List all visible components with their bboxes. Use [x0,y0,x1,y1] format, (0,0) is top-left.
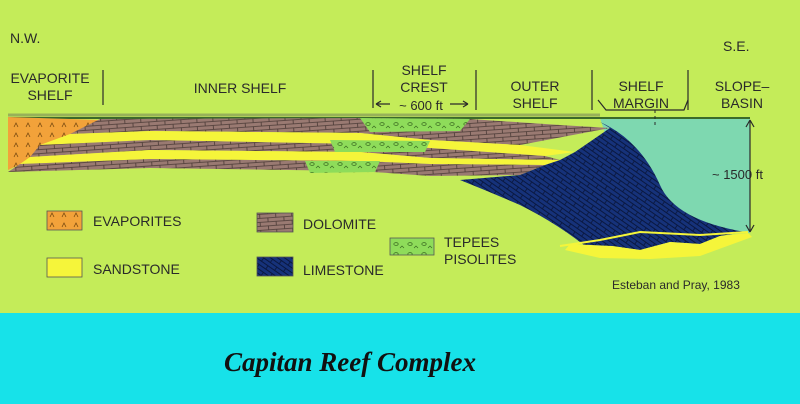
zone-line: SHELF [27,87,73,103]
zone-line: SLOPE– [714,78,770,94]
sandstone-layer [20,150,560,165]
pisolite-lens [330,140,430,152]
zone-line: CREST [400,79,448,95]
zone-inner-shelf: INNER SHELF [150,80,330,97]
legend-swatch-evaporites [46,210,83,231]
zone-line: OUTER [510,78,560,94]
zone-shelf-crest: SHELF CREST [380,62,468,96]
limestone-reef [460,122,745,250]
zone-outer-shelf: OUTER SHELF [490,78,580,112]
zone-shelf-margin: SHELF MARGIN [598,78,684,112]
legend-swatch-pisolites [389,237,435,256]
figure-title: Capitan Reef Complex [224,347,476,377]
zone-evaporite-shelf: EVAPORITE SHELF [0,70,100,104]
basin-depth-label: ~ 1500 ft [712,167,763,182]
legend-label-limestone: LIMESTONE [303,262,384,278]
legend-swatch-dolomite [256,212,294,233]
title-band [0,313,800,404]
legend-label-pisolites: PISOLITES [444,251,517,267]
cross-section-diagram [8,70,755,278]
crest-width-label: ~ 600 ft [399,98,443,113]
legend-swatch-sandstone [46,257,83,278]
pisolite-lens [360,118,470,132]
source-credit: Esteban and Pray, 1983 [612,278,740,292]
legend-swatch-limestone [256,256,294,277]
dolomite-layer [30,140,560,160]
zone-line: MARGIN [613,95,669,111]
legend-label-tepees: TEPEES [444,234,500,250]
zone-line: SHELF [401,62,447,78]
legend-label-dolomite: DOLOMITE [303,216,377,232]
zone-line: EVAPORITE [10,70,90,86]
legend-label-evaporites: EVAPORITES [93,213,182,229]
dolomite-layer [8,159,545,176]
direction-nw: N.W. [10,30,41,46]
pisolite-lens [305,161,380,173]
direction-se: S.E. [723,38,750,54]
zone-line: BASIN [720,95,763,111]
dolomite-layer [70,118,610,145]
zone-slope-basin: SLOPE– BASIN [692,78,792,112]
zone-line: SHELF [618,78,664,94]
basin-sandstone [565,233,752,259]
legend-label-sandstone: SANDSTONE [93,261,180,277]
sandstone-layer [40,131,575,156]
zone-line: SHELF [512,95,558,111]
zone-line: INNER SHELF [193,80,287,96]
